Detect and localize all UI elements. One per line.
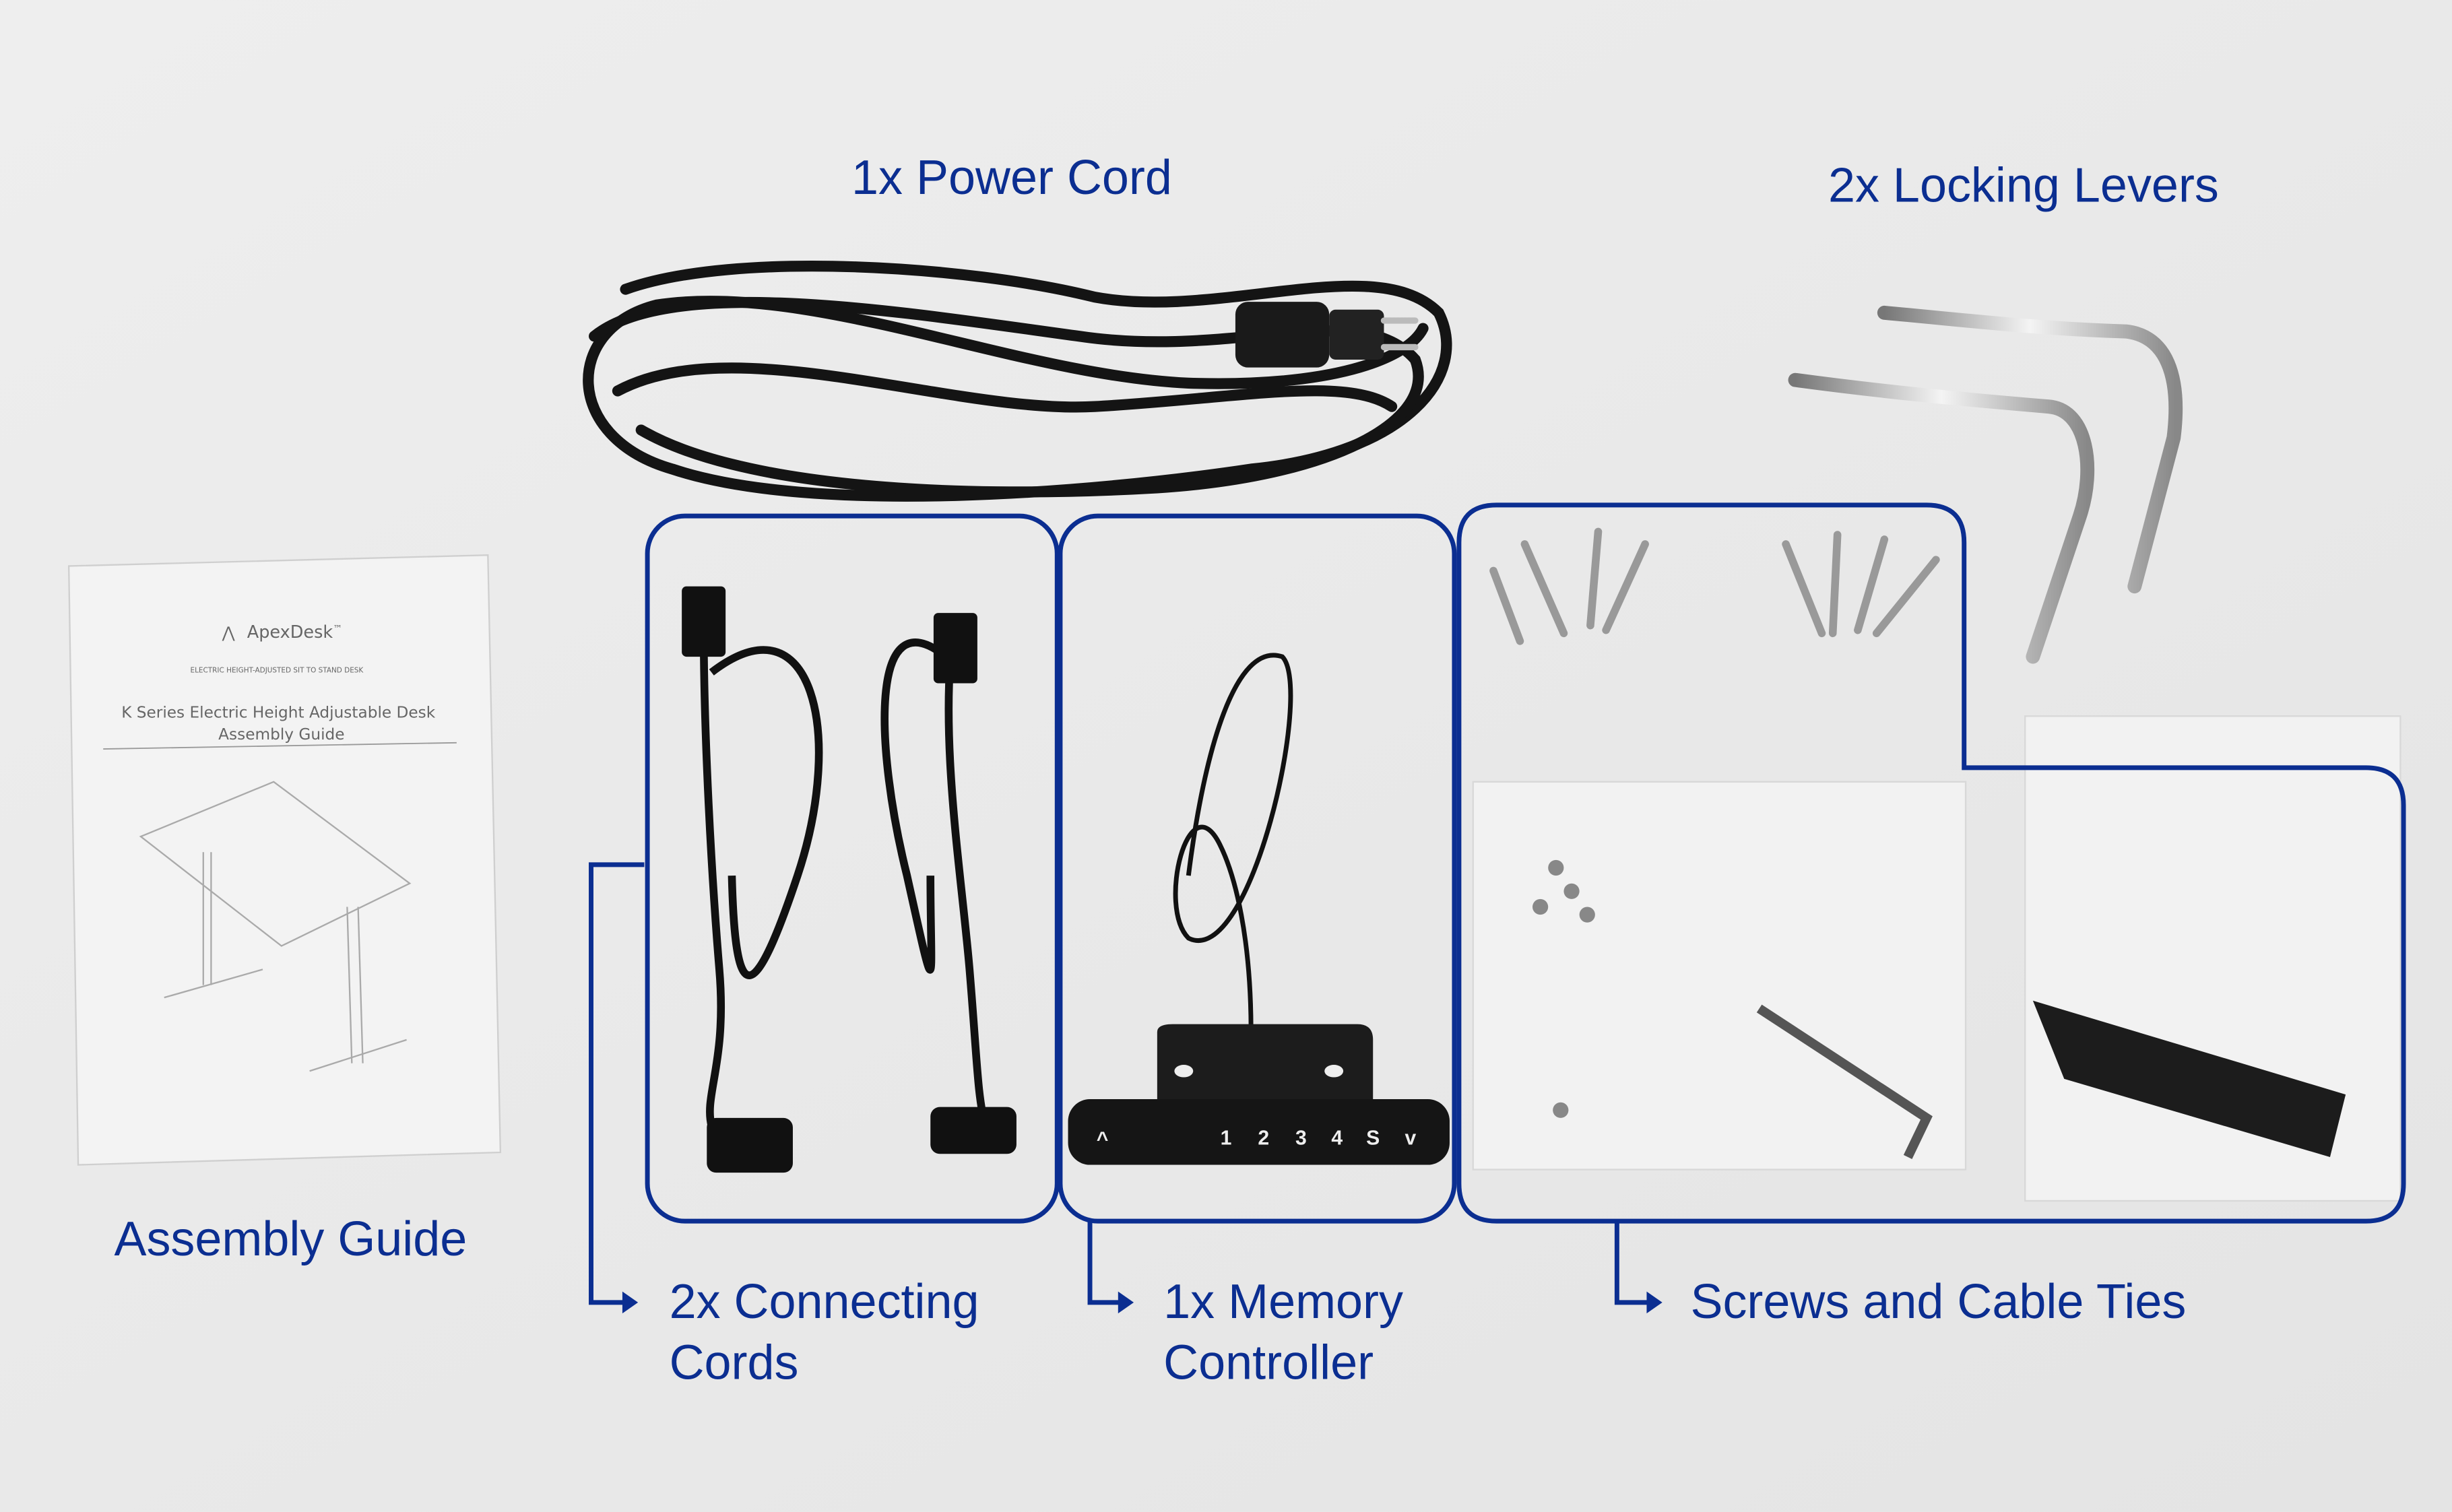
booklet-title-line1: K Series Electric Height Adjustable Desk <box>121 704 436 722</box>
screws-arrow <box>1614 1221 1653 1305</box>
key-save: S <box>1366 1127 1380 1149</box>
power-cord <box>583 261 1452 502</box>
label-memory-controller-1: 1x Memory <box>1163 1275 1403 1329</box>
label-power-cord: 1x Power Cord <box>851 151 1172 205</box>
booklet-title-line2: Assembly Guide <box>218 725 344 744</box>
svg-text:ApexDesk™: ApexDesk™ <box>247 622 342 643</box>
label-assembly-guide: Assembly Guide <box>114 1212 467 1266</box>
label-screws: Screws and Cable Ties <box>1690 1275 2186 1329</box>
plastic-bags <box>1472 715 2401 1202</box>
key-1: 1 <box>1221 1127 1232 1149</box>
key-up: ^ <box>1097 1129 1109 1151</box>
booklet-brand: ApexDesk <box>247 622 333 643</box>
booklet-subtitle: ELECTRIC HEIGHT-ADJUSTED SIT TO STAND DE… <box>191 666 364 674</box>
memory-controller-box <box>1058 513 1457 1224</box>
key-2: 2 <box>1258 1127 1269 1149</box>
label-memory-controller-2: Controller <box>1163 1336 1374 1390</box>
key-4: 4 <box>1331 1127 1343 1149</box>
connecting-cords <box>682 586 1017 1173</box>
connecting-cords-box <box>645 513 1060 1224</box>
label-connecting-cords-1: 2x Connecting <box>670 1275 979 1329</box>
connecting-cords-arrow <box>589 862 645 1305</box>
label-connecting-cords-2: Cords <box>670 1336 799 1390</box>
assembly-guide-booklet: ⋀ ApexDesk™ ELECTRIC HEIGHT-ADJUSTED SIT… <box>67 554 502 1166</box>
group-outlines <box>589 502 2406 1305</box>
bolts <box>1489 527 1940 645</box>
desk-diagram <box>139 781 412 1072</box>
arrowheads <box>622 1291 1663 1314</box>
memory-controller-arrow <box>1087 1221 1125 1305</box>
screws-box <box>1456 502 2406 1224</box>
controller-keypad <box>1068 1099 1450 1165</box>
memory-controller: ^ 1 2 3 4 S v <box>1068 653 1450 1165</box>
label-locking-levers: 2x Locking Levers <box>1828 159 2219 213</box>
booklet-logo-icon: ⋀ <box>222 624 236 642</box>
locking-levers <box>1788 305 2183 664</box>
key-3: 3 <box>1295 1127 1307 1149</box>
key-down: v <box>1405 1127 1417 1149</box>
